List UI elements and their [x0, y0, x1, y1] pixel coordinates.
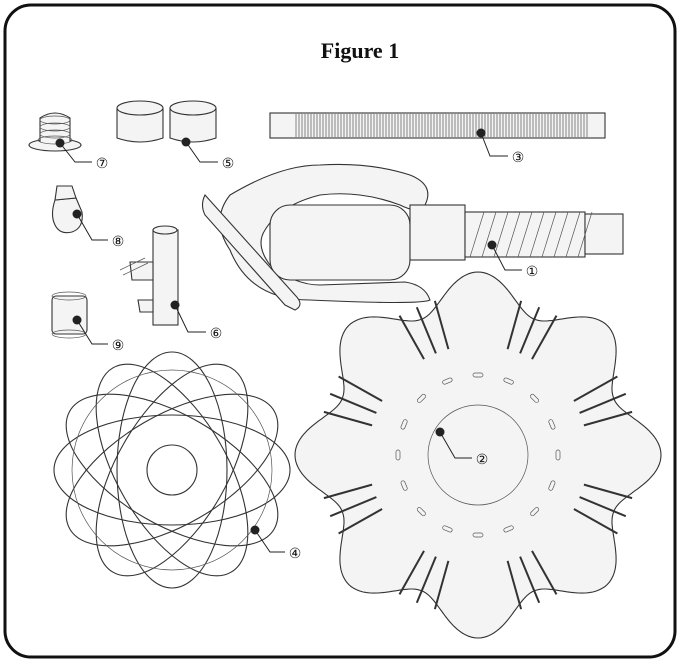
callout-5: ⑤	[222, 157, 235, 172]
part-elbow-fitting	[51, 185, 83, 234]
callout-7: ⑦	[96, 157, 109, 172]
callout-labels: ⑦ ⑤ ③ ① ⑧ ⑥ ⑨ ② ④	[96, 151, 539, 562]
callout-3: ③	[512, 151, 525, 166]
leader-lines	[59, 132, 522, 553]
part-hose	[269, 112, 606, 139]
part-disc	[294, 271, 662, 639]
part-coupler	[51, 291, 88, 339]
callout-4: ④	[289, 547, 302, 562]
figure-title: Figure 1	[321, 38, 399, 63]
callout-2: ②	[476, 453, 489, 468]
callout-8: ⑧	[112, 235, 125, 250]
part-hose-nozzle-assembly	[201, 163, 624, 311]
callout-9: ⑨	[112, 339, 125, 354]
callout-6: ⑥	[210, 327, 223, 342]
callout-1: ①	[526, 265, 539, 280]
part-rings	[116, 100, 217, 147]
part-connector	[119, 225, 180, 326]
part-cage	[53, 351, 291, 589]
part-valve	[28, 112, 82, 152]
